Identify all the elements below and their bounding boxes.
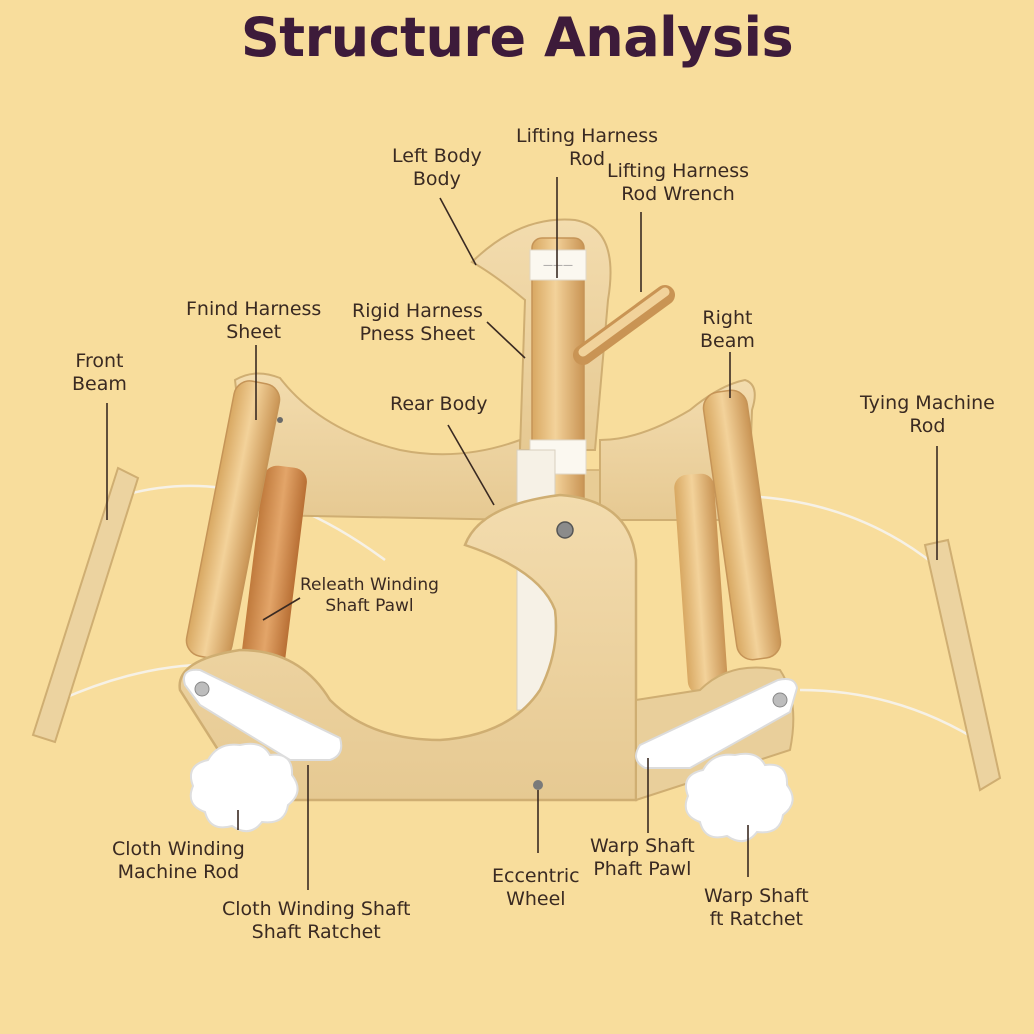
label-rear-body: Rear Body xyxy=(390,393,488,416)
cloth-winding-knob xyxy=(191,744,298,831)
spool-marking: ——— xyxy=(543,260,573,271)
front-beam-bar xyxy=(33,468,138,742)
tying-machine-rod-bar xyxy=(925,540,1000,790)
